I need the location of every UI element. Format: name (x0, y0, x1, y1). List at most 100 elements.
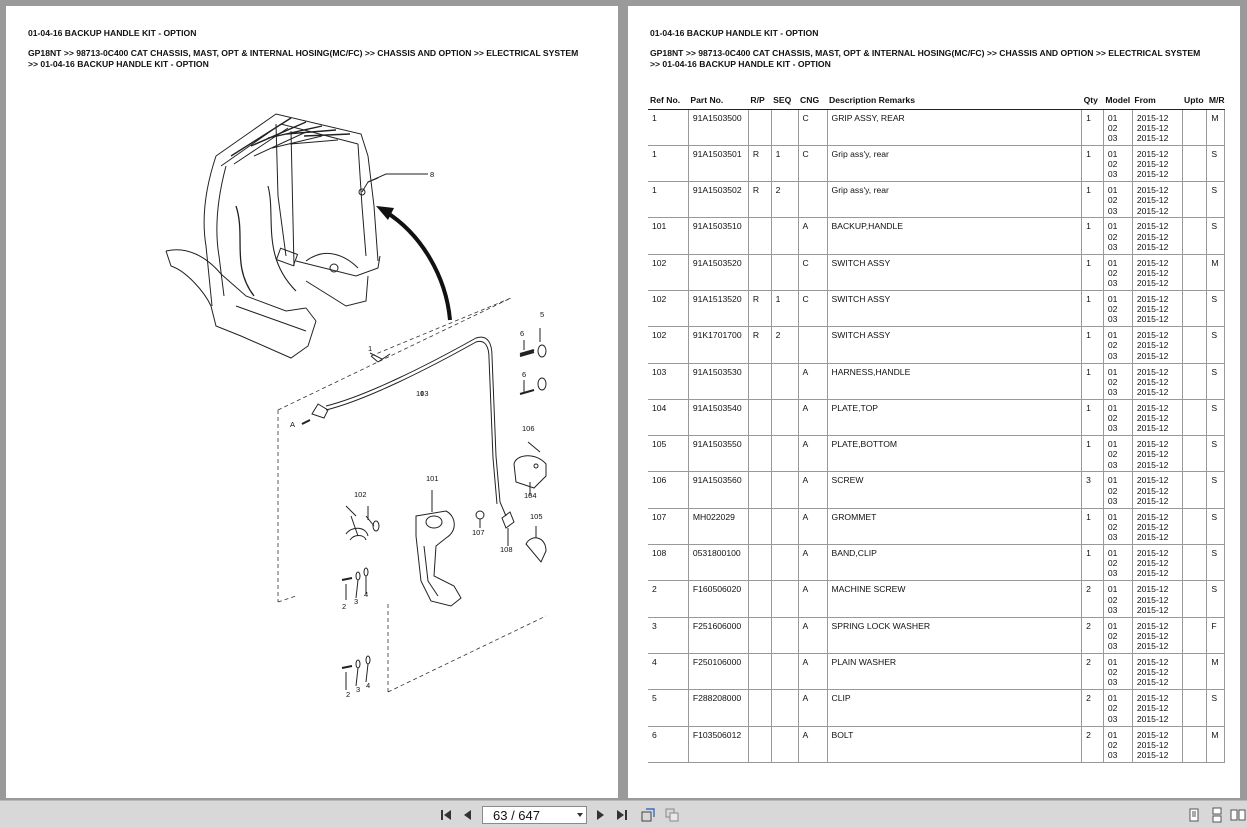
cell-ref-no: 4 (648, 653, 689, 691)
cell-rp (748, 544, 772, 582)
cell-from: 2015-12 2015-12 2015-12 (1132, 145, 1183, 183)
cell-model: 01 02 03 (1103, 254, 1133, 291)
cell-qty: 1 (1081, 544, 1104, 582)
cell-from: 2015-12 2015-12 2015-12 (1132, 217, 1183, 255)
cell-seq (771, 471, 799, 509)
last-page-icon[interactable] (614, 807, 630, 823)
cell-mr: S (1206, 145, 1225, 183)
cell-upto (1182, 435, 1208, 473)
cell-ref-no: 1 (648, 181, 689, 219)
cell-description: GRIP ASSY, REAR (827, 109, 1083, 146)
cell-upto (1182, 471, 1208, 509)
cell-upto (1182, 326, 1208, 364)
cell-rp: R (748, 326, 772, 364)
cell-part-no: 91A1503510 (688, 217, 749, 255)
cell-rp: R (748, 290, 772, 328)
cell-mr: M (1206, 109, 1225, 146)
cell-description: PLAIN WASHER (827, 653, 1083, 691)
cell-description: PLATE,BOTTOM (827, 435, 1083, 473)
cell-description: Grip ass'y, rear (827, 181, 1083, 219)
page-indicator: 63 / 647 (493, 808, 540, 823)
cell-upto (1182, 508, 1208, 546)
cell-qty: 1 (1081, 145, 1104, 183)
callout-108: 108 (500, 545, 513, 554)
cell-part-no: F103506012 (688, 726, 749, 763)
copy-icon[interactable] (664, 807, 680, 823)
cell-seq (771, 254, 799, 291)
cell-seq (771, 363, 799, 400)
cell-from: 2015-12 2015-12 2015-12 (1132, 254, 1183, 291)
cell-ref-no: 108 (648, 544, 689, 582)
cell-cng: C (798, 290, 828, 328)
continuous-icon[interactable] (1209, 807, 1225, 823)
rotate-icon[interactable] (640, 807, 656, 823)
callout-101: 101 (426, 474, 439, 483)
cell-from: 2015-12 2015-12 2015-12 (1132, 689, 1183, 727)
cell-cng: A (798, 653, 828, 691)
cell-qty: 1 (1081, 399, 1104, 437)
cell-from: 2015-12 2015-12 2015-12 (1132, 580, 1183, 618)
viewer-toolbar: 63 / 647 (0, 800, 1247, 828)
cell-mr: S (1206, 689, 1225, 727)
cell-part-no: 91A1503540 (688, 399, 749, 437)
callout-6b: 6 (522, 370, 526, 379)
section-title: 01-04-16 BACKUP HANDLE KIT - OPTION (650, 28, 819, 38)
cell-description: SPRING LOCK WASHER (827, 617, 1083, 654)
cell-part-no: 91A1503550 (688, 435, 749, 473)
cell-seq (771, 726, 799, 763)
cell-part-no: F160506020 (688, 580, 749, 618)
cell-upto (1182, 290, 1208, 328)
cell-cng: A (798, 435, 828, 473)
callout-103: 103 (416, 389, 429, 398)
cell-cng: A (798, 217, 828, 255)
cell-rp (748, 471, 772, 509)
cell-model: 01 02 03 (1103, 471, 1133, 509)
cell-upto (1182, 689, 1208, 727)
col-description: Description Remarks (827, 92, 1082, 110)
page-number-select[interactable]: 63 / 647 (482, 806, 587, 824)
cell-mr: S (1206, 544, 1225, 582)
cell-mr: S (1206, 181, 1225, 219)
cell-cng: A (798, 580, 828, 618)
cell-qty: 1 (1081, 363, 1104, 400)
cell-from: 2015-12 2015-12 2015-12 (1132, 617, 1183, 654)
cell-from: 2015-12 2015-12 2015-12 (1132, 726, 1183, 763)
cell-rp (748, 254, 772, 291)
cell-mr: S (1206, 363, 1225, 400)
next-page-icon[interactable] (592, 807, 608, 823)
cell-seq (771, 508, 799, 546)
cell-description: BAND,CLIP (827, 544, 1083, 582)
cell-ref-no: 106 (648, 471, 689, 509)
col-ref-no: Ref No. (648, 92, 689, 110)
cell-qty: 2 (1081, 726, 1104, 763)
cell-cng: C (798, 145, 828, 183)
cell-mr: S (1206, 217, 1225, 255)
cell-ref-no: 1 (648, 145, 689, 183)
cell-qty: 2 (1081, 617, 1104, 654)
first-page-icon[interactable] (438, 807, 454, 823)
cell-seq (771, 617, 799, 654)
two-page-icon[interactable] (1230, 807, 1246, 823)
single-page-icon[interactable] (1186, 807, 1202, 823)
prev-page-icon[interactable] (460, 807, 476, 823)
cell-cng (798, 326, 828, 364)
cell-seq (771, 435, 799, 473)
cell-mr: S (1206, 435, 1225, 473)
cell-cng: A (798, 363, 828, 400)
col-qty: Qty (1081, 92, 1104, 110)
cell-description: GROMMET (827, 508, 1083, 546)
cell-from: 2015-12 2015-12 2015-12 (1132, 508, 1183, 546)
cell-rp (748, 653, 772, 691)
callout-104: 104 (524, 491, 537, 500)
cell-ref-no: 105 (648, 435, 689, 473)
cell-part-no: 91A1503520 (688, 254, 749, 291)
diagram-page: 01-04-16 BACKUP HANDLE KIT - OPTION GP18… (6, 6, 618, 798)
